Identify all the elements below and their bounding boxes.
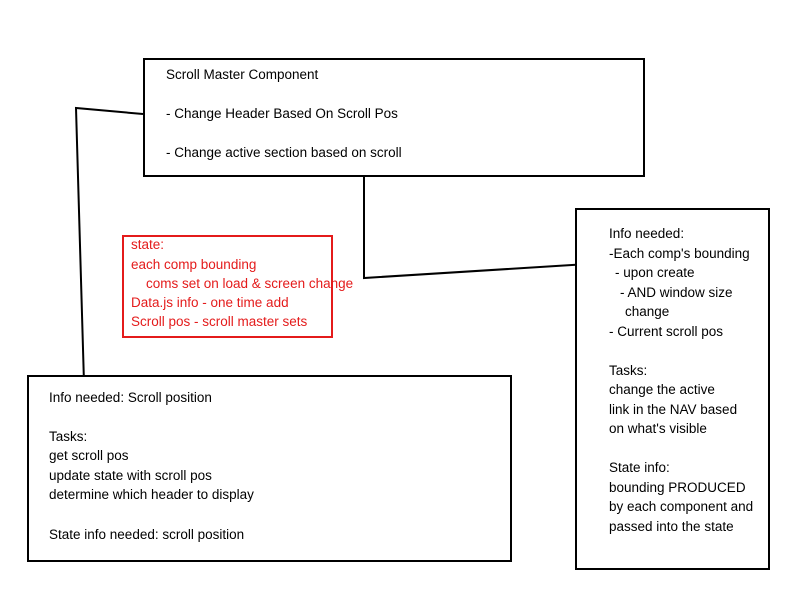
scroll-master-title: Scroll Master Component <box>166 67 319 82</box>
info-line: change <box>625 304 670 319</box>
state-info-line: passed into the state <box>609 519 734 534</box>
state-line: each comp bounding <box>131 257 257 272</box>
connector-scroll-master-to-section-info <box>363 177 589 280</box>
task-line: on what's visible <box>609 421 707 436</box>
connector-scroll-master-to-scroll-info <box>74 106 144 384</box>
state-heading: state: <box>131 237 165 252</box>
scroll-position-component-box: Info needed: Scroll position Tasks: get … <box>27 375 512 562</box>
scroll-master-component-box: Scroll Master Component - Change Header … <box>143 58 645 177</box>
info-line: - Current scroll pos <box>609 324 724 339</box>
state-info-heading: State info: <box>609 460 670 475</box>
info-line: - AND window size <box>620 285 733 300</box>
active-section-component-box: Info needed: -Each comp's bounding - upo… <box>575 208 770 570</box>
task-line: link in the NAV based <box>609 402 738 417</box>
task-line: change the active <box>609 382 715 397</box>
state-box: state: each comp bounding coms set on lo… <box>122 235 353 338</box>
state-info-text: State info needed: scroll position <box>49 527 245 542</box>
tasks-heading: Tasks: <box>609 363 648 378</box>
task-item: determine which header to display <box>49 487 254 502</box>
info-needed-text: Info needed: Scroll position <box>49 390 212 405</box>
info-line: - upon create <box>615 265 695 280</box>
state-line: coms set on load & screen change <box>146 276 354 291</box>
scroll-master-item: - Change Header Based On Scroll Pos <box>166 106 398 121</box>
state-line: Scroll pos - scroll master sets <box>131 314 308 329</box>
task-item: get scroll pos <box>49 448 129 463</box>
tasks-heading: Tasks: <box>49 429 88 444</box>
state-line: Data.js info - one time add <box>131 295 289 310</box>
state-info-line: by each component and <box>609 499 754 514</box>
task-item: update state with scroll pos <box>49 468 212 483</box>
info-line: -Each comp's bounding <box>609 246 750 261</box>
info-needed-heading: Info needed: <box>609 226 685 241</box>
state-info-line: bounding PRODUCED <box>609 480 746 495</box>
scroll-master-item: - Change active section based on scroll <box>166 145 402 160</box>
